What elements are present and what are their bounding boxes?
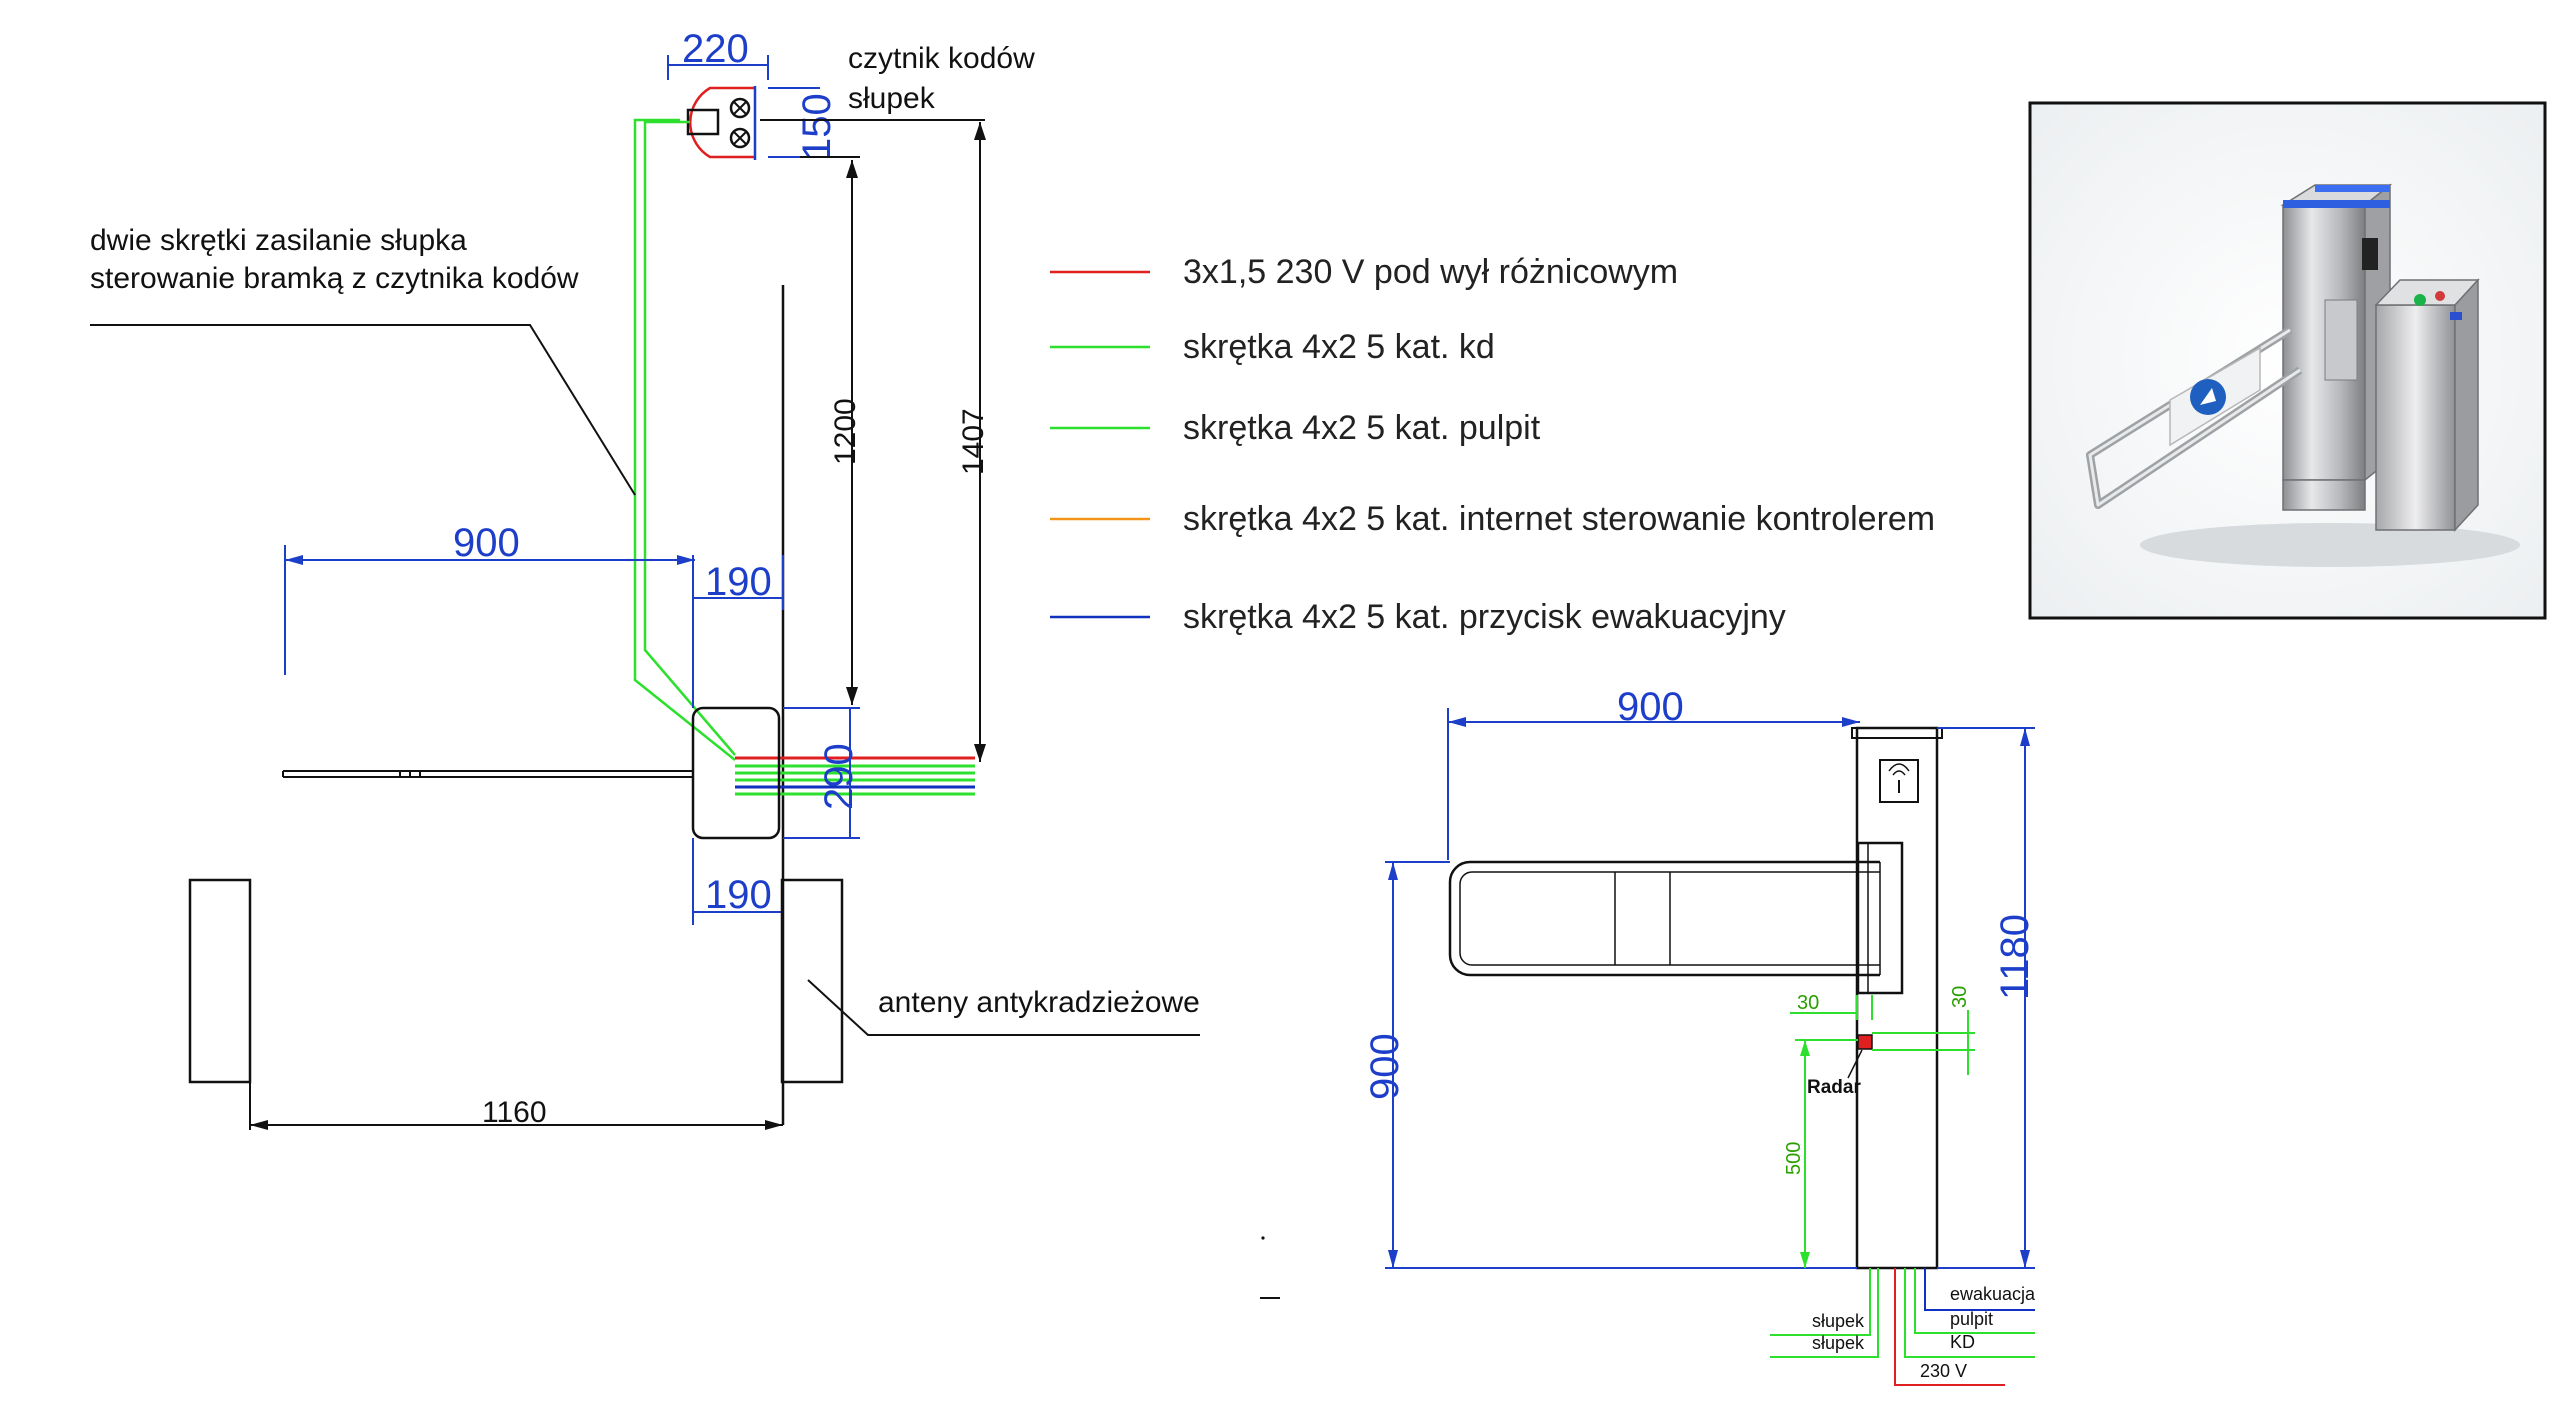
dim-900-side-width-text: 900 — [1617, 685, 1684, 729]
side-cables — [1770, 1268, 2035, 1386]
dim-190-bottom-text: 190 — [705, 873, 772, 917]
dim-1200: 1200 — [829, 160, 862, 705]
dim-1160: 1160 — [249, 1082, 783, 1130]
rfid-reader-icon — [1879, 759, 1919, 803]
dim-1180: 1180 — [1937, 727, 2037, 1269]
dim-220: 220 — [667, 27, 769, 80]
antenna-left — [188, 878, 252, 1084]
legend-text-1: 3x1,5 230 V pod wył różnicowym — [1183, 253, 1678, 291]
dim-1180-text: 1180 — [1993, 914, 2037, 1000]
dim-30-vertical: 30 — [1872, 986, 1975, 1075]
cable-ewakuacja: ewakuacja — [1950, 1284, 2036, 1304]
radar-sensor — [1857, 1034, 1873, 1050]
dim-150: 150 — [768, 87, 839, 160]
top-view-plan: czytnik kodów słupek 220 150 1200 — [90, 27, 1200, 1130]
turnstile-render-image — [2028, 101, 2547, 620]
twisted-label-2: sterowanie bramką z czytnika kodów — [90, 262, 579, 295]
dim-1200-text: 1200 — [829, 398, 862, 465]
dim-900-top-text: 900 — [453, 521, 520, 565]
post-label: słupek — [848, 82, 936, 115]
cable-slupek-2: słupek — [1812, 1333, 1865, 1353]
dim-190-bottom: 190 — [692, 838, 783, 925]
dim-500: 500 — [1783, 1039, 1858, 1268]
dim-30a-text: 30 — [1797, 992, 1819, 1014]
dim-220-text: 220 — [682, 27, 749, 71]
reader-label: czytnik kodów — [848, 42, 1035, 75]
turnstile-arm — [282, 770, 693, 778]
dim-1160-text: 1160 — [482, 1096, 547, 1129]
radar-label: Radar — [1807, 1077, 1861, 1098]
dim-30b-text: 30 — [1949, 986, 1971, 1008]
legend-text-5: skrętka 4x2 5 kat. przycisk ewakuacyjny — [1183, 598, 1786, 636]
antenna-right — [780, 878, 844, 1084]
legend-text-3: skrętka 4x2 5 kat. pulpit — [1183, 409, 1541, 447]
dim-190-top-text: 190 — [705, 560, 772, 604]
legend-text-4: skrętka 4x2 5 kat. internet sterowanie k… — [1183, 500, 1935, 538]
twisted-label-1: dwie skrętki zasilanie słupka — [90, 224, 467, 257]
post-blue-strip — [2283, 200, 2390, 208]
cable-230v: 230 V — [1920, 1361, 1967, 1381]
dim-900-side-height-text: 900 — [1363, 1033, 1407, 1100]
cable-legend: 3x1,5 230 V pod wył różnicowym skrętka 4… — [1050, 253, 1935, 636]
cable-pulpit: pulpit — [1950, 1309, 1993, 1329]
dim-900-side-height: 900 — [1363, 861, 1857, 1269]
dim-900-side-width: 900 — [1447, 685, 1860, 860]
dim-1407-text: 1407 — [957, 408, 990, 475]
dim-290: 290 — [783, 707, 861, 839]
turnstile-body — [691, 706, 781, 840]
cable-routing — [633, 118, 975, 796]
dim-30-horizontal: 30 — [1790, 992, 1873, 1020]
cable-slupek-1: słupek — [1812, 1311, 1865, 1331]
side-arm — [1448, 860, 1881, 977]
dim-1407: 1407 — [957, 122, 990, 762]
dim-900-top: 900 — [284, 521, 695, 675]
reader-post-outline — [686, 86, 757, 160]
antennas-label: anteny antykradzieżowe — [878, 986, 1200, 1019]
dim-500-text: 500 — [1783, 1142, 1805, 1175]
side-post — [1855, 726, 1939, 1270]
dim-150-text: 150 — [795, 93, 839, 160]
dim-190-top: 190 — [692, 555, 784, 708]
legend-text-2: skrętka 4x2 5 kat. kd — [1183, 328, 1495, 366]
dim-290-text: 290 — [817, 743, 861, 810]
cable-kd: KD — [1950, 1332, 1975, 1352]
side-view-elevation: Radar 900 1180 900 — [1260, 685, 2037, 1386]
